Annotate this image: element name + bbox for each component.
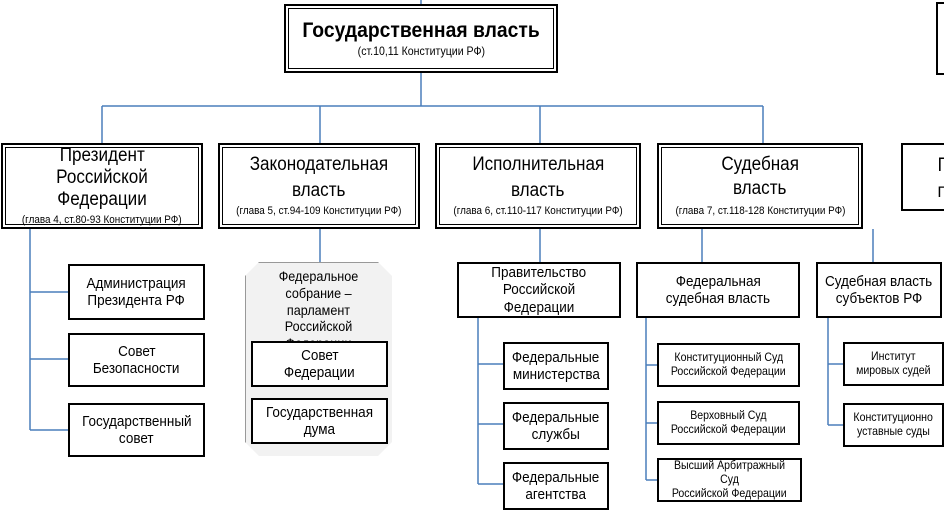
federal-services-line1: Федеральные bbox=[512, 408, 600, 426]
judicial-line2: власть bbox=[733, 178, 787, 200]
constitutional-court-line2: Российской Федерации bbox=[671, 364, 786, 378]
federal-agencies-box: Федеральные агентства bbox=[503, 462, 609, 510]
state-council-line1: Государственный bbox=[81, 412, 192, 430]
government-box: Правительство Российской Федерации bbox=[457, 262, 621, 318]
security-council-line1: Совет bbox=[117, 342, 156, 360]
constitutional-court-line1: Конституционный Суд bbox=[674, 350, 783, 365]
supreme-arbitration-court-line1: Высший Арбитражный Суд bbox=[674, 458, 785, 487]
federal-services-line2: службы bbox=[531, 426, 581, 443]
president-ref: (глава 4, ст.80-93 Конституции РФ) bbox=[22, 213, 182, 226]
executive-ref: (глава 6, ст.110-117 Конституции РФ) bbox=[453, 205, 623, 218]
state-power-title: Государственная власть bbox=[302, 18, 540, 42]
security-council-box: Совет Безопасности bbox=[68, 333, 205, 387]
legislative-box: Законодательная власть (глава 5, ст.94-1… bbox=[218, 143, 420, 229]
legislative-line1: Законодательная bbox=[249, 154, 389, 176]
subject-judicial-power-line1: Судебная власть bbox=[825, 272, 933, 290]
federal-agencies-line1: Федеральные bbox=[512, 468, 600, 486]
subject-judicial-power-box: Судебная власть субъектов РФ bbox=[816, 262, 942, 318]
partial-box-right: П п bbox=[901, 143, 944, 211]
state-council-box: Государственный совет bbox=[68, 403, 205, 457]
partial-box-line1: П bbox=[938, 155, 944, 177]
constitutional-court-box: Конституционный Суд Российской Федерации bbox=[657, 343, 800, 387]
federal-judicial-power-line1: Федеральная bbox=[675, 272, 761, 290]
president-line1: Президент bbox=[59, 145, 145, 167]
presidential-administration-line2: Президента РФ bbox=[87, 292, 186, 309]
state-duma-line1: Государственная bbox=[265, 403, 374, 421]
federal-assembly-title-line1: Федеральное bbox=[278, 268, 359, 284]
state-council-line2: совет bbox=[119, 430, 154, 447]
justices-of-peace-line1: Институт bbox=[871, 349, 916, 364]
federal-judicial-power-box: Федеральная судебная власть bbox=[636, 262, 800, 318]
federal-assembly-title-line2: собрание – парламент bbox=[285, 284, 352, 318]
executive-line1: Исполнительная bbox=[472, 154, 604, 176]
judicial-line1: Судебная bbox=[721, 154, 799, 176]
government-line1: Правительство bbox=[491, 264, 587, 282]
state-power-box: Государственная власть (ст.10,11 Констит… bbox=[284, 4, 558, 73]
federation-council-line1: Совет bbox=[300, 346, 339, 364]
federal-assembly-title: Федеральное собрание – парламент Российс… bbox=[252, 268, 384, 352]
charter-courts-box: Конституционно уставные суды bbox=[843, 403, 944, 447]
federal-services-box: Федеральные службы bbox=[503, 402, 609, 450]
partial-box-top-right bbox=[936, 2, 944, 75]
government-line2: Российской Федерации bbox=[502, 281, 576, 316]
supreme-court-line1: Верховный Суд bbox=[690, 408, 767, 423]
executive-line2: власть bbox=[511, 180, 565, 202]
judicial-ref: (глава 7, ст.118-128 Конституции РФ) bbox=[674, 205, 846, 218]
legislative-line2: власть bbox=[292, 180, 346, 202]
subject-judicial-power-line2: субъектов РФ bbox=[835, 290, 923, 307]
legislative-ref: (глава 5, ст.94-109 Конституции РФ) bbox=[236, 205, 402, 218]
supreme-arbitration-court-box: Высший Арбитражный Суд Российской Федера… bbox=[657, 458, 802, 502]
state-duma-box: Государственная дума bbox=[251, 398, 388, 444]
federal-ministries-line1: Федеральные bbox=[512, 348, 600, 366]
charter-courts-line2: уставные суды bbox=[857, 424, 930, 438]
federation-council-box: Совет Федерации bbox=[251, 341, 388, 387]
state-power-subtitle: (ст.10,11 Конституции РФ) bbox=[357, 43, 485, 58]
federal-ministries-line2: министерства bbox=[512, 366, 600, 383]
president-line2: Российской Федерации bbox=[56, 167, 148, 211]
partial-box-line2: п bbox=[938, 181, 944, 203]
federal-agencies-line2: агентства bbox=[525, 486, 587, 503]
president-box: Президент Российской Федерации (глава 4,… bbox=[1, 143, 203, 229]
presidential-administration-box: Администрация Президента РФ bbox=[68, 264, 205, 320]
justices-of-peace-box: Институт мировых судей bbox=[843, 342, 944, 386]
judicial-box: Судебная власть (глава 7, ст.118-128 Кон… bbox=[657, 143, 863, 229]
executive-box: Исполнительная власть (глава 6, ст.110-1… bbox=[435, 143, 641, 229]
state-duma-line2: дума bbox=[303, 421, 336, 438]
security-council-line2: Безопасности bbox=[93, 360, 180, 377]
federal-judicial-power-line2: судебная власть bbox=[665, 290, 771, 307]
charter-courts-line1: Конституционно bbox=[853, 410, 934, 425]
presidential-administration-line1: Администрация bbox=[86, 274, 187, 292]
justices-of-peace-line2: мировых судей bbox=[856, 363, 931, 377]
supreme-court-line2: Российской Федерации bbox=[671, 422, 786, 436]
federal-ministries-box: Федеральные министерства bbox=[503, 342, 609, 390]
supreme-arbitration-court-line2: Российской Федерации bbox=[672, 485, 787, 500]
supreme-court-box: Верховный Суд Российской Федерации bbox=[657, 401, 800, 445]
federation-council-line2: Федерации bbox=[284, 364, 355, 381]
